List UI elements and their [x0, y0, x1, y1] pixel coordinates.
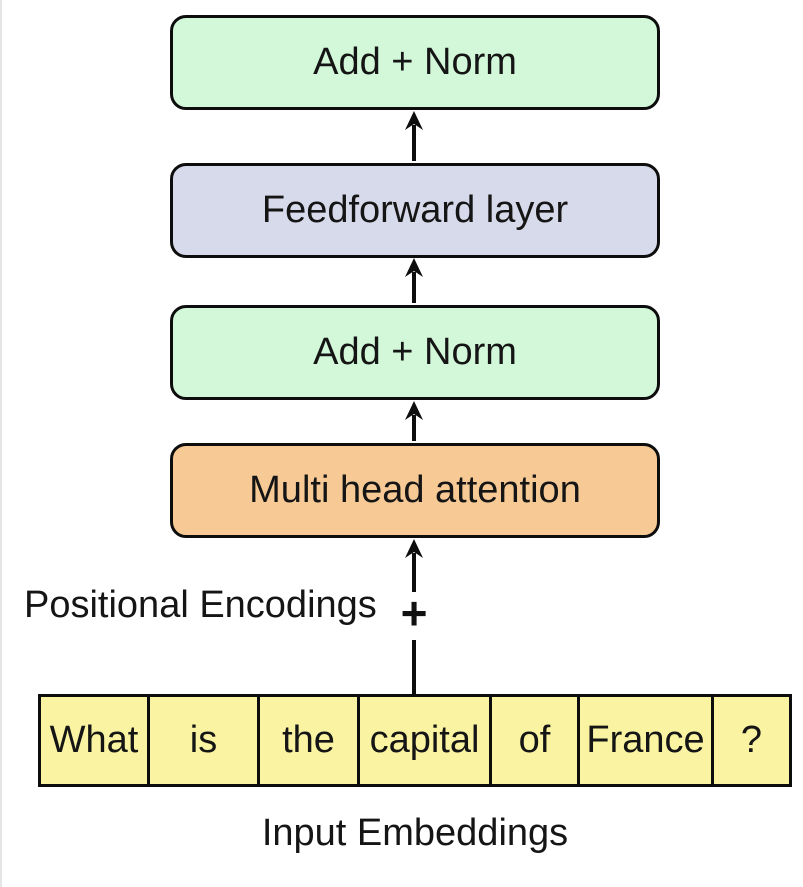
- block-label: Multi head attention: [249, 469, 581, 511]
- block-feedforward: Feedforward layer: [170, 163, 660, 258]
- left-edge-line: [0, 0, 2, 887]
- input-embeddings-label: Input Embeddings: [261, 812, 569, 854]
- block-multi-head-attention: Multi head attention: [170, 443, 660, 538]
- arrow-mha-to-addnorm: [405, 401, 423, 441]
- block-add-norm-mid: Add + Norm: [170, 305, 660, 400]
- input-token-row: What is the capital of France ?: [38, 694, 792, 787]
- block-label: Feedforward layer: [261, 189, 569, 231]
- arrow-feedforward-to-addnorm: [405, 111, 423, 161]
- token-cell: What: [41, 697, 150, 784]
- token-cell: is: [150, 697, 260, 784]
- block-label: Add + Norm: [313, 331, 517, 373]
- positional-encodings-label: Positional Encodings: [24, 584, 377, 626]
- token-cell: the: [260, 697, 360, 784]
- arrow-addnorm-to-feedforward: [405, 258, 423, 303]
- token-cell: France: [580, 697, 714, 784]
- token-cell: ?: [714, 697, 789, 784]
- plus-junction: +: [400, 587, 428, 639]
- block-label: Add + Norm: [313, 41, 517, 83]
- token-cell: of: [492, 697, 580, 784]
- token-cell: capital: [360, 697, 492, 784]
- arrow-plus-to-mha: [405, 539, 423, 592]
- block-add-norm-top: Add + Norm: [170, 15, 660, 110]
